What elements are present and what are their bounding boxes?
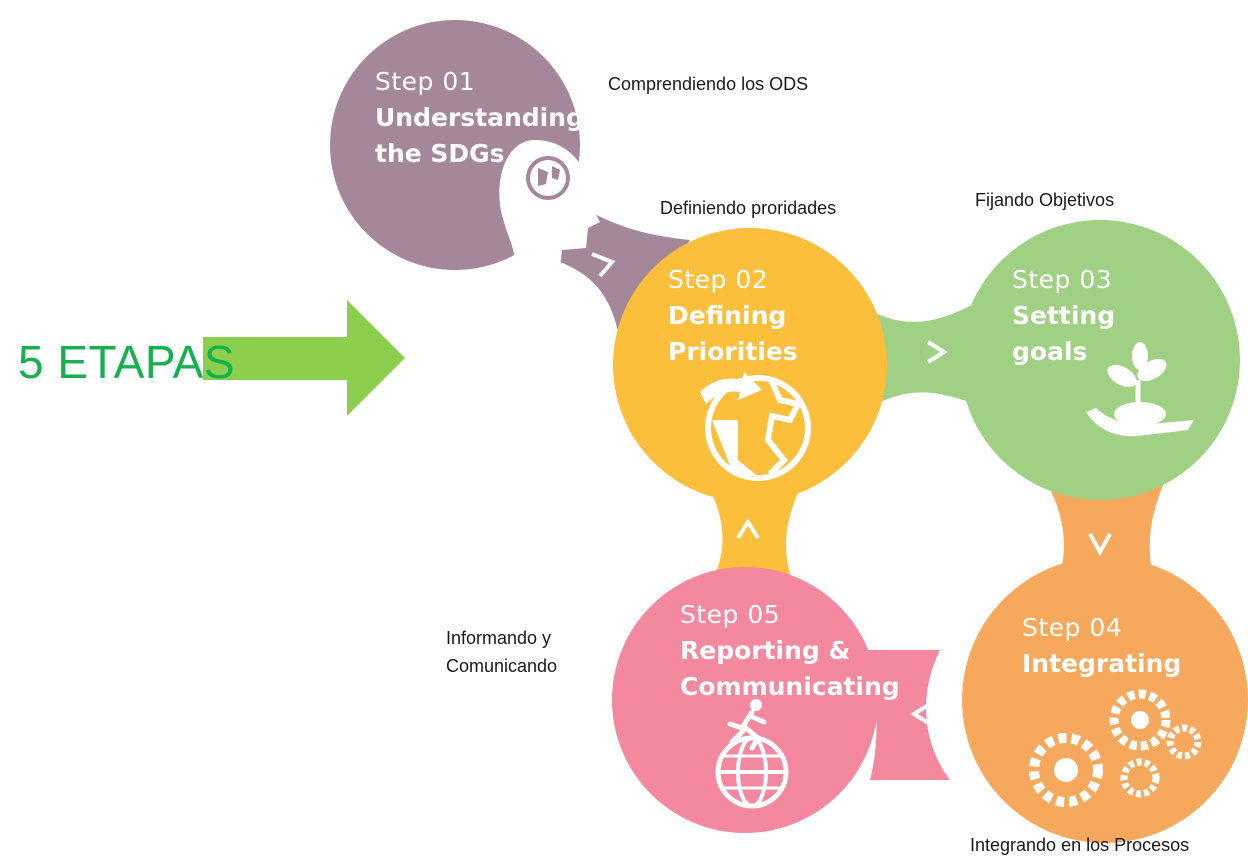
green-arrow	[203, 300, 405, 416]
connector-4-5	[860, 650, 950, 780]
step-02-title-line1: Defining	[668, 301, 787, 330]
globe-refresh-icon	[700, 372, 811, 481]
connector-2-3	[850, 295, 990, 420]
caption-step-03: Fijando Objetivos	[975, 190, 1115, 210]
chevron-5-2-icon	[736, 518, 760, 540]
step-02-circle	[613, 228, 887, 502]
step-02-title-line2: Priorities	[668, 337, 798, 366]
gears-icon	[1029, 689, 1202, 807]
caption-step-02: Definiendo proridades	[660, 198, 837, 218]
step-01-text: Step 01 Understanding the SDGs	[375, 64, 584, 172]
caption-step-05-line1: Informando y	[446, 628, 552, 648]
headline: 5 ETAPAS	[18, 336, 236, 388]
chevron-4-5-icon	[910, 702, 932, 726]
head-globe-icon	[499, 140, 600, 268]
chevron-3-4-icon	[1088, 533, 1112, 557]
step-01-title-line1: Understanding	[375, 103, 584, 132]
step-03-number: Step 03	[1012, 265, 1113, 294]
step-03-text: Step 03 Setting goals	[1012, 262, 1115, 370]
step-05-title-line1: Reporting &	[680, 636, 851, 665]
caption-step-01: Comprendiendo los ODS	[608, 74, 809, 94]
runner-globe-icon	[715, 699, 789, 809]
step-04-circle	[962, 557, 1248, 843]
chevron-1-2-icon	[591, 252, 616, 278]
step-02-number: Step 02	[668, 265, 769, 294]
caption-step-05-line2: Comunicando	[446, 656, 558, 676]
step-01-number: Step 01	[375, 67, 476, 96]
step-05-title-line2: Communicating	[680, 672, 900, 701]
step-05-circle	[612, 567, 878, 833]
step-04-number: Step 04	[1022, 613, 1123, 642]
step-03-title-line2: goals	[1012, 337, 1088, 366]
hand-plant-icon	[1086, 342, 1194, 437]
step-05-number: Step 05	[680, 600, 781, 629]
step-04-title-line1: Integrating	[1022, 649, 1182, 678]
step-05-text: Step 05 Reporting & Communicating	[680, 597, 900, 705]
step-01-title-line2: the SDGs	[375, 139, 505, 168]
chevron-2-3-icon	[926, 340, 948, 364]
step-02-text: Step 02 Defining Priorities	[668, 262, 798, 370]
step-04-text: Step 04 Integrating	[1022, 610, 1181, 682]
step-03-title-line1: Setting	[1012, 301, 1116, 330]
caption-step-04: Integrando en los Procesos	[970, 835, 1190, 855]
